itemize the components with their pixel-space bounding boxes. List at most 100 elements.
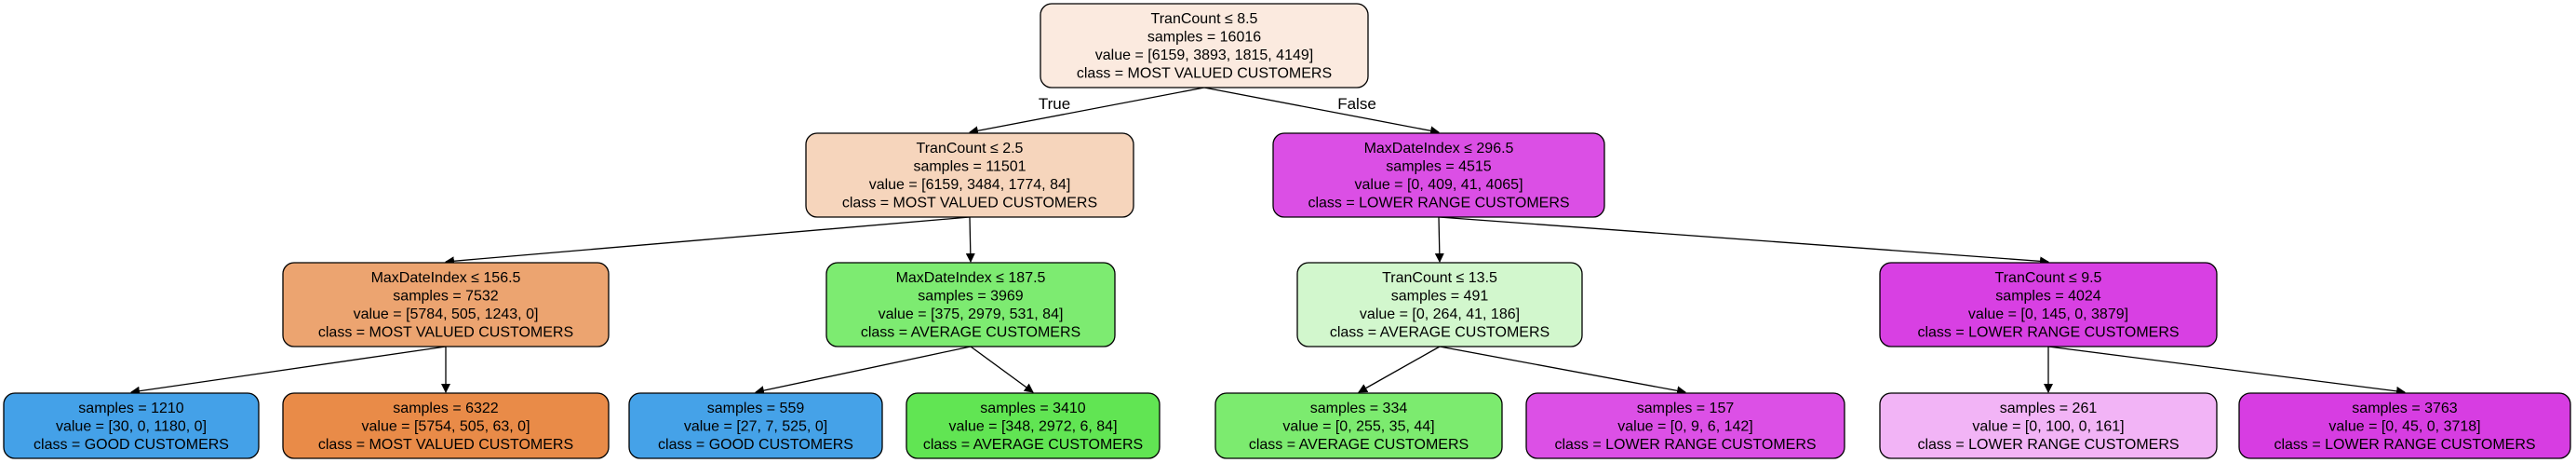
edge-n1-n4	[965, 216, 975, 263]
node-box	[282, 262, 610, 347]
node-line: TranCount ≤ 2.5	[917, 141, 1024, 157]
tree-node-n8: samples = 6322 value = [5754, 505, 63, 0]…	[282, 392, 610, 459]
node-box	[805, 132, 1134, 218]
tree-node-n9: samples = 559 value = [27, 7, 525, 0] clas…	[628, 392, 883, 459]
node-line: TranCount ≤ 9.5	[1995, 270, 2102, 286]
edge-n1-n3	[445, 216, 971, 266]
tree-node-n3: MaxDateIndex ≤ 156.5 samples = 7532value …	[282, 262, 610, 347]
node-box	[825, 262, 1116, 347]
node-line: class = LOWER RANGE CUSTOMERS	[1917, 325, 2179, 341]
node-box	[2238, 392, 2571, 459]
node-line: class = AVERAGE CUSTOMERS	[1249, 437, 1469, 453]
node-line: class = MOST VALUED CUSTOMERS	[1077, 66, 1332, 82]
node-line: class = LOWER RANGE CUSTOMERS	[1554, 437, 1816, 453]
node-box	[1214, 392, 1503, 459]
node-line: value = [5784, 505, 1243, 0]	[354, 306, 539, 322]
tree-node-n12: samples = 157 value = [0, 9, 6, 142] class…	[1525, 392, 1845, 459]
node-line: value = [6159, 3484, 1774, 84]	[869, 177, 1071, 193]
edge-n5-n12	[1439, 346, 1686, 396]
node-box	[628, 392, 883, 459]
node-line: samples = 1210	[78, 401, 184, 416]
node-line: class = MOST VALUED CUSTOMERS	[318, 437, 573, 453]
node-line: class = AVERAGE CUSTOMERS	[1330, 325, 1550, 341]
node-line: MaxDateIndex ≤ 296.5	[1364, 141, 1514, 157]
node-line: value = [375, 2979, 531, 84]	[879, 306, 1064, 322]
tree-node-n13: samples = 261 value = [0, 100, 0, 161] cla…	[1879, 392, 2218, 459]
edge-n4-n9	[755, 346, 972, 396]
edge-n6-n14	[2047, 346, 2406, 396]
node-box	[1296, 262, 1583, 347]
edge-labels: True False	[1039, 95, 1376, 113]
node-line: class = MOST VALUED CUSTOMERS	[842, 196, 1097, 211]
edge-n4-n10	[970, 346, 1034, 393]
node-line: value = [27, 7, 525, 0]	[684, 418, 827, 434]
node-line: class = MOST VALUED CUSTOMERS	[318, 325, 573, 341]
node-line: samples = 261	[2000, 401, 2098, 416]
edge-label-false: False	[1337, 95, 1376, 113]
node-line: value = [0, 255, 35, 44]	[1282, 418, 1434, 434]
node-box	[3, 392, 260, 459]
edge-label-true: True	[1039, 95, 1070, 113]
node-box	[906, 392, 1161, 459]
node-line: value = [0, 264, 41, 186]	[1360, 306, 1520, 322]
node-box	[1879, 392, 2218, 459]
tree-node-n11: samples = 334 value = [0, 255, 35, 44] cla…	[1214, 392, 1503, 459]
tree-node-n1: TranCount ≤ 2.5 samples = 11501 value = [6…	[805, 132, 1134, 218]
tree-node-n4: MaxDateIndex ≤ 187.5 samples = 3969value …	[825, 262, 1116, 347]
node-line: value = [6159, 3893, 1815, 4149]	[1095, 48, 1313, 63]
edge-n2-n5	[1434, 216, 1444, 263]
edge-n0-n2	[1203, 87, 1440, 136]
edge-n0-n1	[969, 87, 1205, 136]
node-line: class = GOOD CUSTOMERS	[34, 437, 229, 453]
node-line: value = [0, 145, 0, 3879]	[1968, 306, 2128, 322]
node-line: samples = 157	[1637, 401, 1735, 416]
node-line: samples = 3969	[918, 289, 1024, 305]
node-line: samples = 11501	[913, 159, 1026, 175]
node-box	[1879, 262, 2218, 347]
node-line: samples = 7532	[393, 289, 499, 305]
node-line: class = LOWER RANGE CUSTOMERS	[2274, 437, 2535, 453]
node-line: samples = 4024	[1995, 289, 2101, 305]
tree-nodes: TranCount ≤ 8.5 samples = 16016 value = [6…	[3, 3, 2571, 459]
node-box	[1272, 132, 1605, 218]
node-line: value = [0, 9, 6, 142]	[1617, 418, 1752, 434]
node-line: value = [0, 45, 0, 3718]	[2328, 418, 2480, 434]
node-line: value = [5754, 505, 63, 0]	[361, 418, 530, 434]
node-line: samples = 16016	[1147, 30, 1261, 46]
tree-node-n14: samples = 3763 value = [0, 45, 0, 3718] cl…	[2238, 392, 2571, 459]
node-line: class = LOWER RANGE CUSTOMERS	[1917, 437, 2179, 453]
node-box	[1040, 3, 1369, 89]
node-line: value = [0, 100, 0, 161]	[1972, 418, 2124, 434]
node-line: value = [0, 409, 41, 4065]	[1354, 177, 1523, 193]
node-box	[1525, 392, 1845, 459]
tree-node-n0: TranCount ≤ 8.5 samples = 16016 value = [6…	[1040, 3, 1369, 89]
edge-n2-n6	[1438, 216, 2049, 266]
node-line: samples = 4515	[1386, 159, 1492, 175]
node-line: MaxDateIndex ≤ 156.5	[371, 270, 521, 286]
node-line: samples = 491	[1391, 289, 1489, 305]
edge-n5-n11	[1358, 346, 1441, 393]
node-box	[282, 392, 610, 459]
node-line: class = GOOD CUSTOMERS	[658, 437, 853, 453]
node-line: class = AVERAGE CUSTOMERS	[861, 325, 1080, 341]
node-line: samples = 3763	[2352, 401, 2458, 416]
node-line: samples = 559	[707, 401, 805, 416]
edge-n3-n7	[130, 346, 447, 396]
tree-edges	[130, 87, 2406, 396]
tree-node-n10: samples = 3410 value = [348, 2972, 6, 84]…	[906, 392, 1161, 459]
tree-node-n7: samples = 1210 value = [30, 0, 1180, 0] cl…	[3, 392, 260, 459]
node-line: samples = 334	[1310, 401, 1408, 416]
node-line: class = LOWER RANGE CUSTOMERS	[1308, 196, 1569, 211]
node-line: value = [348, 2972, 6, 84]	[948, 418, 1117, 434]
node-line: samples = 3410	[980, 401, 1086, 416]
tree-node-n2: MaxDateIndex ≤ 296.5 samples = 4515 value …	[1272, 132, 1605, 218]
node-line: TranCount ≤ 8.5	[1151, 11, 1258, 27]
node-line: class = AVERAGE CUSTOMERS	[923, 437, 1143, 453]
node-line: MaxDateIndex ≤ 187.5	[896, 270, 1046, 286]
node-line: TranCount ≤ 13.5	[1382, 270, 1497, 286]
node-line: value = [30, 0, 1180, 0]	[56, 418, 207, 434]
node-line: samples = 6322	[393, 401, 499, 416]
